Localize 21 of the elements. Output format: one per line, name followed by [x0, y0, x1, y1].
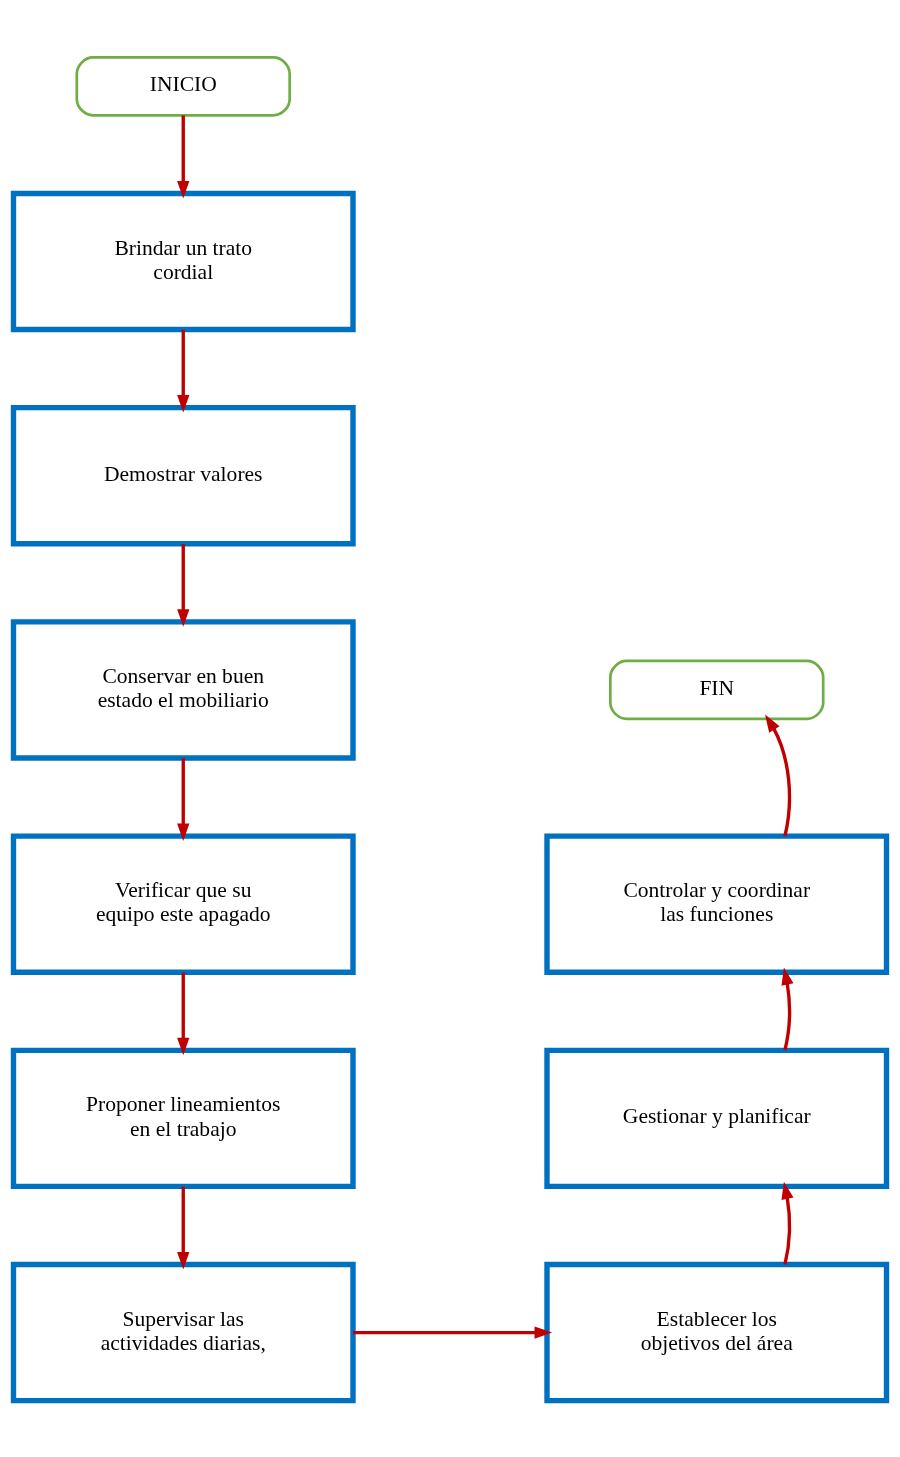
arrow — [177, 114, 190, 199]
arrow — [765, 714, 792, 836]
arrow — [177, 1186, 190, 1269]
node-box: INICIO — [75, 55, 292, 117]
node-box: Proponer lineamientos en el trabajo — [10, 1047, 356, 1189]
node-box: Gestionar y planificar — [544, 1047, 890, 1189]
arrow — [177, 757, 190, 841]
arrow — [177, 543, 190, 627]
arrow — [781, 1181, 794, 1265]
node-box: FIN — [608, 659, 825, 720]
node-box: Establecer los objetivos del área — [544, 1261, 890, 1403]
node-box: Conservar en buen estado el mobiliario — [10, 618, 356, 761]
arrow — [177, 329, 190, 413]
node-box: Brindar un trato cordial — [10, 190, 356, 332]
arrow — [781, 966, 794, 1051]
arrow — [353, 1325, 553, 1339]
node-box: Verificar que su equipo este apagado — [10, 832, 356, 975]
node-box: Supervisar las actividades diarias, — [10, 1261, 356, 1403]
node-box: Controlar y coordinar las funciones — [544, 832, 890, 975]
arrow — [177, 971, 190, 1055]
node-box: Demostrar valores — [10, 404, 356, 546]
